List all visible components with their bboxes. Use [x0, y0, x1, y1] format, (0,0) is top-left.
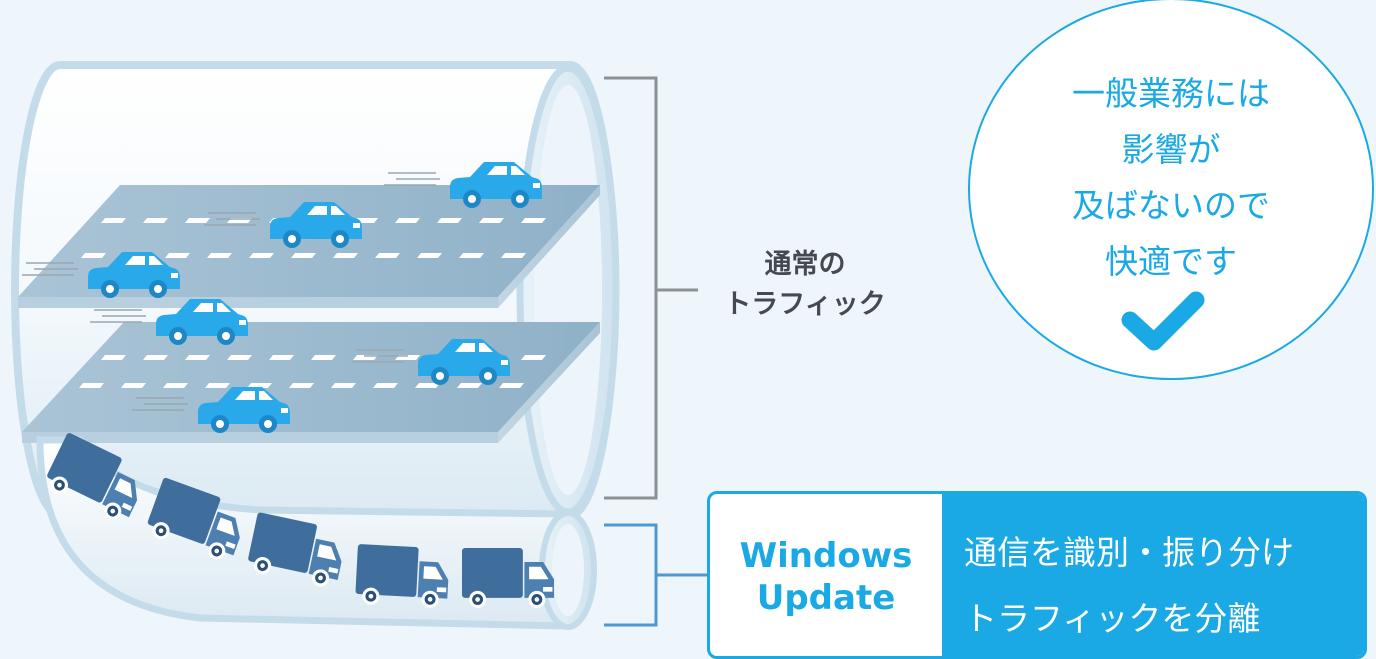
normal-traffic-bracket [604, 76, 698, 500]
windows-update-callout: Windows Update 通信を識別・振り分け トラフィックを分離 [707, 491, 1367, 659]
feature-line1: 通信を識別・振り分け [964, 533, 1294, 572]
lower-road-deck [22, 322, 600, 443]
update-traffic-bracket [604, 523, 707, 627]
windows-update-label: Windows Update [710, 494, 942, 656]
benefit-line: 快適です [1105, 242, 1237, 281]
windows-update-line2: Update [756, 578, 896, 618]
normal-traffic-label-line2: トラフィック [724, 289, 886, 320]
benefit-line: 影響が [1121, 130, 1221, 169]
checkmark-icon [1121, 291, 1205, 351]
benefit-text: 一般業務には 影響が 及ばないので 快適です [968, 66, 1374, 290]
normal-traffic-label-line1: 通常の [764, 249, 846, 280]
feature-line2: トラフィックを分離 [964, 599, 1261, 638]
benefit-line: 一般業務には [1072, 74, 1270, 113]
feature-description: 通信を識別・振り分け トラフィックを分離 [942, 494, 1364, 656]
benefit-line: 及ばないので [1072, 186, 1270, 225]
normal-traffic-label: 通常の トラフィック [700, 245, 910, 325]
windows-update-line1: Windows [739, 536, 913, 576]
